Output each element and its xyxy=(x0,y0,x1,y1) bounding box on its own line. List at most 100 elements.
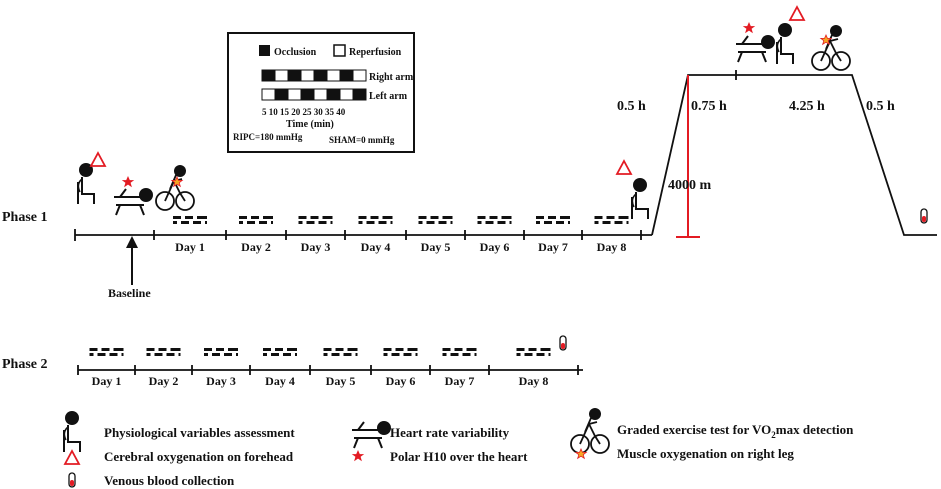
legend-muscle: Muscle oxygenation on right leg xyxy=(617,446,794,461)
cycle-block xyxy=(300,69,315,82)
occlusion-bar xyxy=(358,216,393,224)
triangle-icon xyxy=(789,6,805,21)
day-label: Day 4 xyxy=(265,374,295,388)
occlusion-bar xyxy=(516,348,551,356)
time-axis-label: Time (min) xyxy=(286,119,334,130)
cyclist-icon xyxy=(811,24,851,71)
triangle-icon xyxy=(90,152,106,167)
occlusion-bar xyxy=(298,216,333,224)
ripc-pressure: RIPC=180 mmHg xyxy=(233,132,303,142)
cycle-block xyxy=(326,88,341,101)
day-label: Day 8 xyxy=(519,374,549,388)
occlusion-bar xyxy=(477,216,512,224)
blood-tube-icon xyxy=(920,208,928,224)
occlusion-bar xyxy=(146,348,181,356)
duration-rest: 0.75 h xyxy=(691,99,727,114)
occlusion-bar xyxy=(89,348,124,356)
person-lying-icon xyxy=(351,420,392,449)
occlusion-swatch xyxy=(259,45,270,56)
cycle-block xyxy=(313,88,328,101)
occlusion-bar xyxy=(323,348,358,356)
cycle-block xyxy=(274,69,289,82)
occlusion-label: Occlusion xyxy=(274,47,317,58)
triangle-icon xyxy=(64,450,80,465)
duration-exercise: 4.25 h xyxy=(789,99,825,114)
cycle-block xyxy=(287,69,302,82)
day-label: Day 2 xyxy=(149,374,179,388)
star-icon xyxy=(121,176,135,188)
altitude-marker xyxy=(676,75,700,238)
phase2-day-ticks xyxy=(77,365,579,375)
legend-hrv: Heart rate variability xyxy=(390,425,510,440)
cycle-block xyxy=(261,69,276,82)
person-seated-icon xyxy=(631,177,649,220)
left-arm-label: Left arm xyxy=(369,91,408,102)
altitude-label: 4000 m xyxy=(668,178,712,193)
occlusion-bar xyxy=(263,348,297,356)
phase1-days: Day 1 Day 2 Day 3 Day 4 Day 5 Day 6 Day 7 Day 8 xyxy=(175,240,626,254)
star-icon xyxy=(351,450,365,462)
person-seated-icon xyxy=(63,410,81,453)
day-label: Day 3 xyxy=(301,240,331,254)
star-icon xyxy=(171,176,183,187)
right-arm-bar xyxy=(261,69,367,82)
cyclist-icon xyxy=(570,407,610,454)
occlusion-bar xyxy=(239,216,273,224)
day-label: Day 7 xyxy=(445,374,475,388)
occlusion-bar xyxy=(536,216,570,224)
sham-pressure: SHAM=0 mmHg xyxy=(329,135,395,145)
phase1-label: Phase 1 xyxy=(2,210,48,225)
legend-cerebral: Cerebral oxygenation on forehead xyxy=(104,449,294,464)
day-label: Day 1 xyxy=(175,240,205,254)
cycle-block xyxy=(352,69,367,82)
phase1-timeline xyxy=(74,70,937,241)
cycle-block xyxy=(261,88,276,101)
day-label: Day 8 xyxy=(597,240,627,254)
arrow-up-icon xyxy=(126,236,138,285)
day-label: Day 6 xyxy=(480,240,510,254)
cycle-block xyxy=(339,88,354,101)
occlusion-bar xyxy=(173,216,207,224)
phase1-day-ticks xyxy=(153,230,642,240)
day-label: Day 2 xyxy=(241,240,271,254)
day-label: Day 4 xyxy=(361,240,391,254)
occlusion-bar xyxy=(418,216,453,224)
phase2-label: Phase 2 xyxy=(2,357,48,372)
cycle-block xyxy=(352,88,367,101)
person-seated-icon xyxy=(77,162,95,205)
person-seated-icon xyxy=(776,22,794,65)
reperfusion-label: Reperfusion xyxy=(349,47,402,58)
star-icon xyxy=(742,22,756,34)
left-arm-bar xyxy=(261,88,367,101)
duration-ascent: 0.5 h xyxy=(617,99,646,114)
blood-tube-icon xyxy=(68,472,76,488)
day-label: Day 5 xyxy=(421,240,451,254)
blood-tube-icon xyxy=(559,335,567,351)
day-label: Day 3 xyxy=(206,374,236,388)
cycle-block xyxy=(287,88,302,101)
day-label: Day 1 xyxy=(92,374,122,388)
day-label: Day 7 xyxy=(538,240,568,254)
legend-polar: Polar H10 over the heart xyxy=(390,449,528,464)
phase2-occlusion-bars xyxy=(89,348,551,356)
cycle-block xyxy=(326,69,341,82)
occlusion-bar xyxy=(594,216,629,224)
baseline-label: Baseline xyxy=(108,286,151,300)
person-lying-icon xyxy=(735,34,776,63)
protocol-box: Occlusion Reperfusion Right arm Left arm… xyxy=(227,32,415,153)
occlusion-bar xyxy=(442,348,477,356)
legend-venous: Venous blood collection xyxy=(104,473,235,488)
cycle-block xyxy=(339,69,354,82)
person-lying-icon xyxy=(113,187,154,216)
time-ticks: 5 10 15 20 25 30 35 40 xyxy=(262,107,346,117)
legend-physio: Physiological variables assessment xyxy=(104,425,295,440)
triangle-icon xyxy=(616,160,632,175)
legend-graded: Graded exercise test for VO2max detectio… xyxy=(617,422,854,440)
cycle-block xyxy=(300,88,315,101)
occlusion-bar xyxy=(204,348,238,356)
reperfusion-swatch xyxy=(333,44,346,57)
day-label: Day 6 xyxy=(386,374,416,388)
phase1-occlusion-bars xyxy=(173,216,629,224)
